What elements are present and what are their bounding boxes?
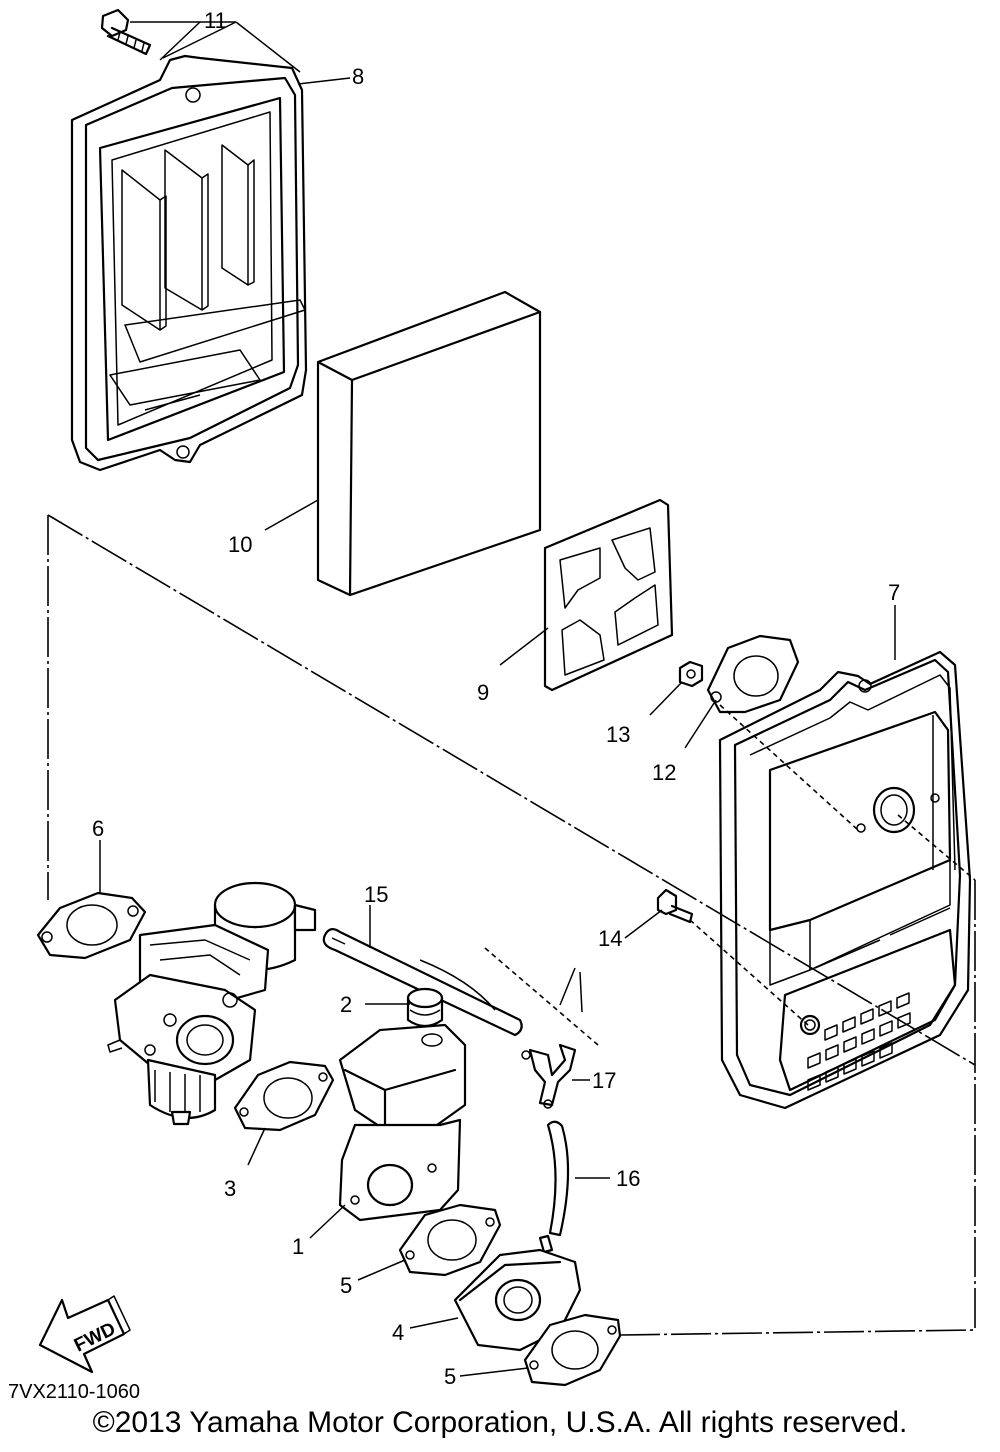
callout-labels: 11 8 10 9 7 13 12 14 6 15 2 17 3 1 16 5 … [92,8,900,1389]
callout-7: 7 [888,580,900,605]
bolt-part-14 [656,888,694,924]
callout-15: 15 [364,882,388,907]
copyright-notice: ©2013 Yamaha Motor Corporation, U.S.A. A… [92,1406,908,1439]
gasket-part-9 [543,498,674,692]
grommet-part-2 [406,987,444,1028]
callout-1: 1 [292,1234,304,1259]
callout-6: 6 [92,816,104,841]
fwd-arrow: FWD [38,1295,131,1374]
screw-part-11 [100,8,301,73]
callout-8: 8 [352,64,364,89]
gasket-part-12 [706,634,800,714]
drawing-code: 7VX2110-1060 [8,1381,140,1403]
callout-17: 17 [592,1068,616,1093]
callout-5-lower: 5 [444,1364,456,1389]
air-filter-case-part-8 [70,54,308,472]
callout-4: 4 [392,1320,404,1345]
bracket-part-1 [338,1023,467,1222]
leader-lines [99,77,896,1377]
nut-part-13 [678,660,704,688]
gasket-part-5-upper [398,1203,502,1277]
callout-13: 13 [606,722,630,747]
gasket-part-5-lower [523,1313,622,1387]
callout-11: 11 [204,8,227,33]
callout-16: 16 [616,1166,640,1191]
callout-9: 9 [477,680,489,705]
joint-part-17 [521,967,583,1109]
callout-2: 2 [340,992,352,1017]
hose-part-15 [322,928,523,1037]
assembly-lines [47,514,976,1336]
filter-element-part-10 [316,290,542,597]
gasket-part-6 [36,891,147,960]
gasket-part-3 [233,1060,335,1132]
hose-part-16 [538,1120,570,1254]
callout-14: 14 [598,926,622,951]
callout-10: 10 [228,532,252,557]
callout-3: 3 [224,1176,236,1201]
callout-5-upper: 5 [340,1273,352,1298]
carburetor-assembly [107,881,317,1126]
air-filter-cover-part-7 [718,650,972,1110]
callout-12: 12 [652,760,676,785]
